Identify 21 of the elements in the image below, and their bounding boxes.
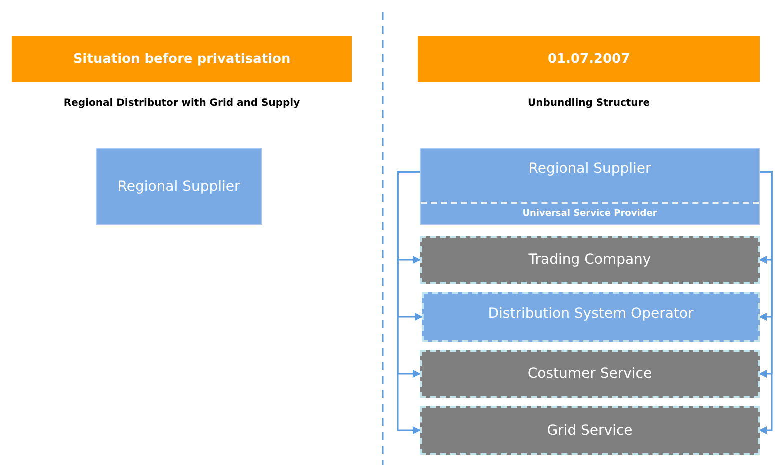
sub-title: Universal Service Provider — [522, 209, 658, 219]
org-box — [420, 148, 760, 225]
box-title: Regional Supplier — [528, 160, 652, 177]
org-box — [96, 148, 262, 225]
org-box — [420, 350, 760, 398]
header-bar — [418, 36, 760, 82]
box-title: Trading Company — [528, 252, 652, 268]
subheading: Regional Distributor with Grid and Supply — [64, 98, 300, 109]
box-title: Situation before privatisation — [72, 52, 292, 66]
box-title: Grid Service — [546, 422, 634, 438]
arrow — [397, 171, 421, 434]
arrow — [759, 171, 773, 434]
header-bar — [12, 36, 352, 82]
box-title: Regional Supplier — [116, 178, 242, 194]
org-box — [420, 406, 760, 455]
box-title: 01.07.2007 — [546, 52, 632, 66]
org-box — [420, 236, 760, 284]
org-box — [422, 292, 760, 342]
box-title: Distribution System Operator — [487, 305, 695, 322]
box-title: Costumer Service — [526, 366, 654, 382]
subheading: Unbundling Structure — [528, 98, 650, 109]
